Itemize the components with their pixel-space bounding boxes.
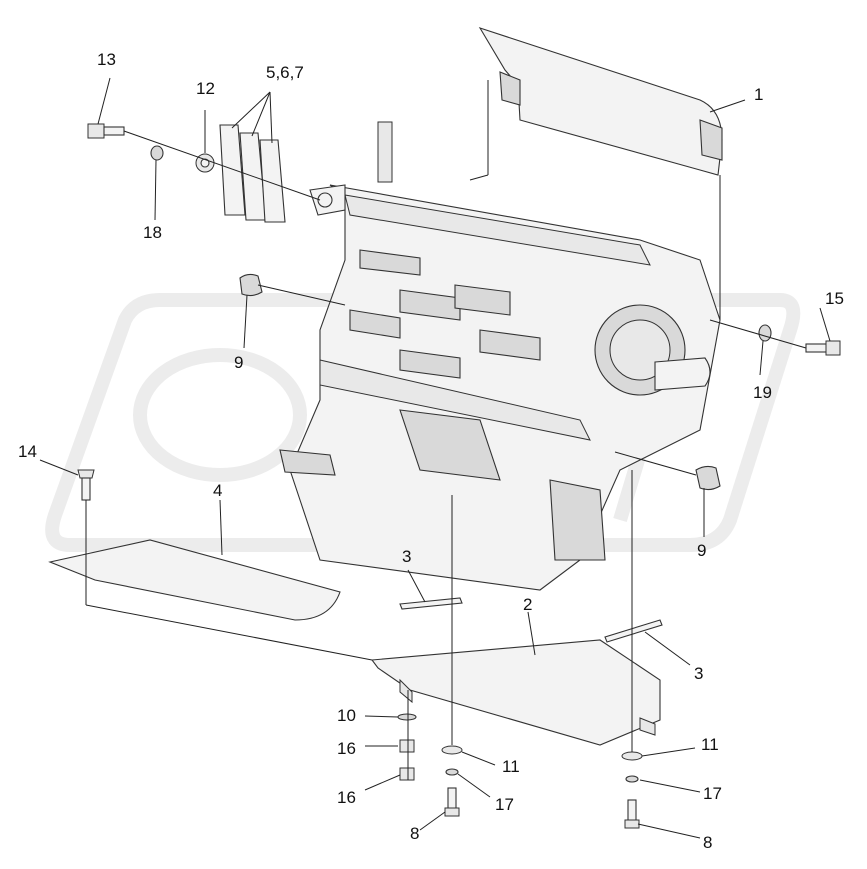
callout-8-left: 8 — [410, 824, 420, 843]
part-17-washer-left — [445, 768, 459, 776]
part-9-plug-left — [239, 273, 263, 297]
callout-14: 14 — [18, 442, 37, 461]
callout-3-right: 3 — [694, 664, 704, 683]
part-14-bolt — [77, 469, 95, 501]
part-3-strip-left — [399, 597, 463, 610]
part-2-bottom-tray — [370, 639, 661, 746]
part-13-bolt — [87, 123, 125, 139]
callout-1: 1 — [754, 85, 764, 104]
leader-lines — [39, 77, 831, 839]
callout-18: 18 — [143, 223, 162, 242]
callout-2: 2 — [523, 595, 533, 614]
part-18-washer — [150, 145, 164, 161]
callout-9-right: 9 — [697, 541, 707, 560]
part-16-nut-upper — [399, 739, 415, 753]
part-4-left-shield — [48, 539, 341, 621]
callout-17-left: 17 — [495, 795, 514, 814]
callout-19: 19 — [753, 383, 772, 402]
callout-16-lower: 16 — [337, 788, 356, 807]
part-5-6-7-shims — [219, 124, 286, 223]
part-19-washer — [758, 324, 772, 342]
callout-16-upper: 16 — [337, 739, 356, 758]
part-1-top-cover — [478, 27, 723, 176]
callout-3-left: 3 — [402, 547, 412, 566]
main-assembly — [279, 121, 721, 591]
part-10-washer — [397, 713, 417, 721]
part-8-bolt-right — [624, 799, 640, 829]
callout-5-6-7: 5,6,7 — [266, 63, 304, 82]
callout-4: 4 — [213, 481, 223, 500]
part-9-plug-right — [695, 465, 721, 491]
part-16-nut-lower — [399, 767, 415, 781]
part-12-nut — [195, 153, 215, 173]
part-11-washer-left — [441, 745, 463, 755]
callout-11-left: 11 — [502, 757, 520, 776]
callout-15: 15 — [825, 289, 844, 308]
part-8-bolt-left — [444, 787, 460, 817]
part-15-bolt — [805, 340, 841, 356]
part-3-strip-right — [604, 619, 663, 643]
callout-8-right: 8 — [703, 833, 713, 852]
part-17-washer-right — [625, 775, 639, 783]
callout-10: 10 — [337, 706, 356, 725]
part-11-washer-right — [621, 751, 643, 761]
callout-17-right: 17 — [703, 784, 722, 803]
callout-9-left: 9 — [234, 353, 244, 372]
callout-11-right: 11 — [701, 735, 719, 754]
callout-12: 12 — [196, 79, 215, 98]
callout-13: 13 — [97, 50, 116, 69]
